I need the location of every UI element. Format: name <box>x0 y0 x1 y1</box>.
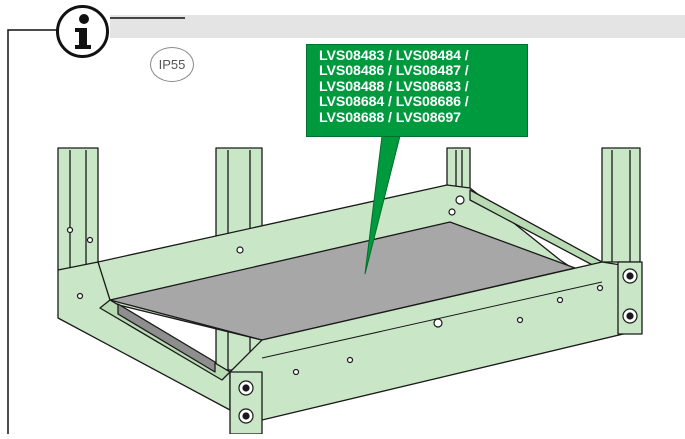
callout-line-2: LVS08486 / LVS08487 / <box>319 63 469 80</box>
ip-rating-badge: IP55 <box>150 47 194 82</box>
info-icon <box>56 5 109 58</box>
callout-line-4: LVS08684 / LVS08686 / <box>319 94 469 111</box>
enclosure-frame <box>57 147 643 435</box>
left-post <box>57 147 99 271</box>
fixing-bolts <box>66 195 638 424</box>
header-bar <box>110 15 685 38</box>
ip-rating-label: IP55 <box>158 57 186 72</box>
right-post <box>601 147 641 263</box>
part-number-callout: LVS08483 / LVS08484 / LVS08486 / LVS0848… <box>306 44 528 137</box>
left-frame-line <box>7 29 58 434</box>
callout-line-5: LVS08688 / LVS08697 <box>319 109 461 126</box>
callout-line-1: LVS08483 / LVS08484 / <box>319 48 469 64</box>
callout-line-3: LVS08488 / LVS08683 / <box>319 78 469 95</box>
